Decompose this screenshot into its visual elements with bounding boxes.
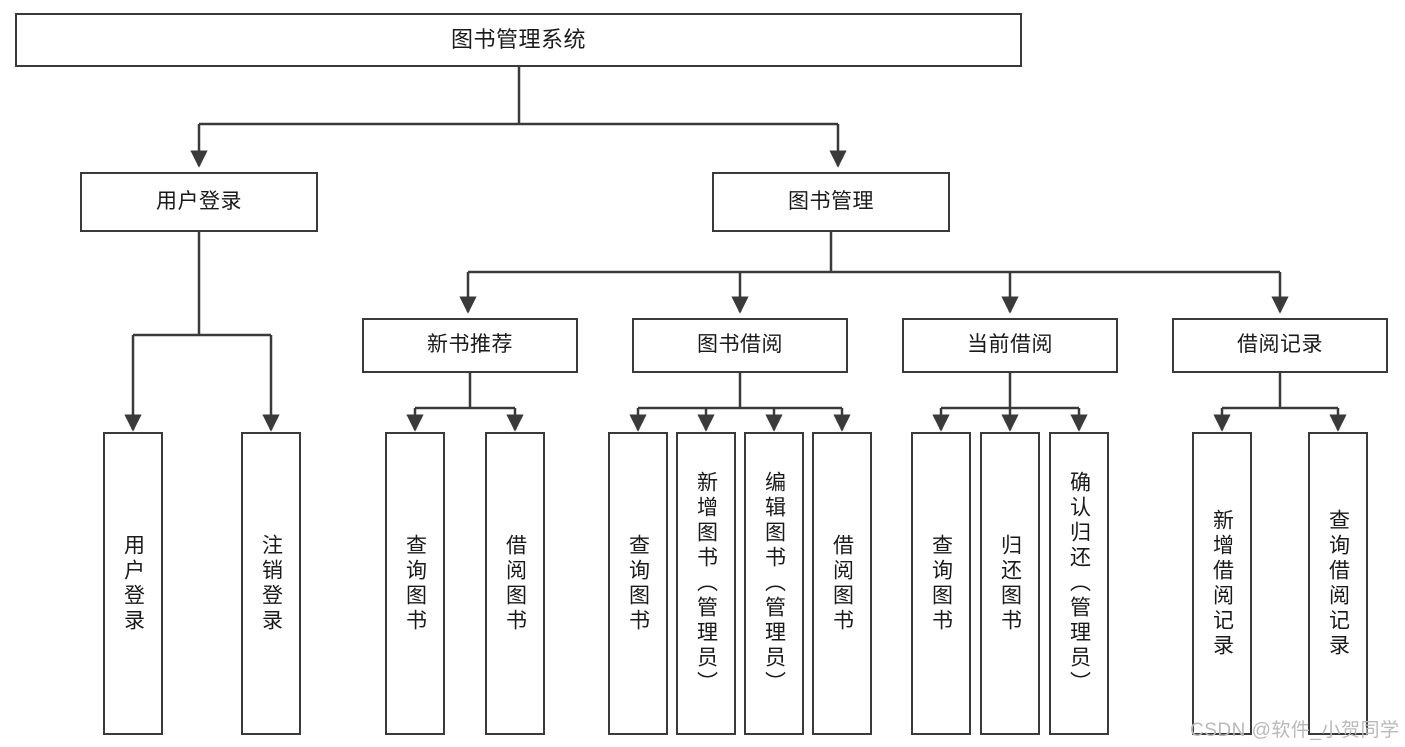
node-leaf-query-book-label: 查询图书 xyxy=(626,533,650,634)
node-leaf-confirm-return-admin[interactable]: 确认归还（管理员） xyxy=(1049,432,1109,735)
node-leaf-return-book[interactable]: 归还图书 xyxy=(980,432,1040,735)
node-leaf-add-book-admin[interactable]: 新增图书（管理员） xyxy=(676,432,736,735)
watermark-text: CSDN @软件_小贺同学 xyxy=(1190,720,1400,741)
node-borrow-record-label: 借阅记录 xyxy=(1237,333,1323,357)
node-leaf-user-login-label: 用户登录 xyxy=(121,533,145,634)
node-current-borrow[interactable]: 当前借阅 xyxy=(902,318,1118,373)
node-leaf-add-borrow-record[interactable]: 新增借阅记录 xyxy=(1192,432,1252,735)
node-root-label: 图书管理系统 xyxy=(450,27,586,53)
node-leaf-edit-book-admin[interactable]: 编辑图书（管理员） xyxy=(744,432,804,735)
node-root[interactable]: 图书管理系统 xyxy=(15,13,1022,67)
node-leaf-query-borrow-record[interactable]: 查询借阅记录 xyxy=(1308,432,1368,735)
node-leaf-confirm-return-admin-label: 确认归还（管理员） xyxy=(1067,471,1091,696)
node-leaf-logout-label: 注销登录 xyxy=(259,533,283,634)
node-new-book-recommend[interactable]: 新书推荐 xyxy=(362,318,578,373)
node-book-management-label: 图书管理 xyxy=(788,189,874,213)
node-leaf-query-book-recommend-label: 查询图书 xyxy=(403,533,427,634)
node-leaf-query-book[interactable]: 查询图书 xyxy=(608,432,668,735)
node-user-login[interactable]: 用户登录 xyxy=(80,172,318,232)
node-book-management[interactable]: 图书管理 xyxy=(712,172,950,232)
node-book-borrow[interactable]: 图书借阅 xyxy=(632,318,848,373)
node-leaf-return-book-label: 归还图书 xyxy=(998,533,1022,634)
node-leaf-query-book-current-label: 查询图书 xyxy=(929,533,953,634)
node-user-login-label: 用户登录 xyxy=(156,189,242,213)
node-leaf-query-borrow-record-label: 查询借阅记录 xyxy=(1326,508,1350,659)
node-leaf-borrow-book-recommend[interactable]: 借阅图书 xyxy=(485,432,545,735)
node-leaf-borrow-book[interactable]: 借阅图书 xyxy=(812,432,872,735)
node-leaf-borrow-book-recommend-label: 借阅图书 xyxy=(503,533,527,634)
node-borrow-record[interactable]: 借阅记录 xyxy=(1172,318,1388,373)
node-leaf-query-book-recommend[interactable]: 查询图书 xyxy=(385,432,445,735)
node-new-book-recommend-label: 新书推荐 xyxy=(427,333,513,357)
node-leaf-user-login[interactable]: 用户登录 xyxy=(103,432,163,735)
node-current-borrow-label: 当前借阅 xyxy=(967,333,1053,357)
node-leaf-logout[interactable]: 注销登录 xyxy=(241,432,301,735)
node-leaf-query-book-current[interactable]: 查询图书 xyxy=(911,432,971,735)
node-book-borrow-label: 图书借阅 xyxy=(697,333,783,357)
node-leaf-edit-book-admin-label: 编辑图书（管理员） xyxy=(762,471,786,696)
node-leaf-add-book-admin-label: 新增图书（管理员） xyxy=(694,471,718,696)
node-leaf-add-borrow-record-label: 新增借阅记录 xyxy=(1210,508,1234,659)
node-leaf-borrow-book-label: 借阅图书 xyxy=(830,533,854,634)
